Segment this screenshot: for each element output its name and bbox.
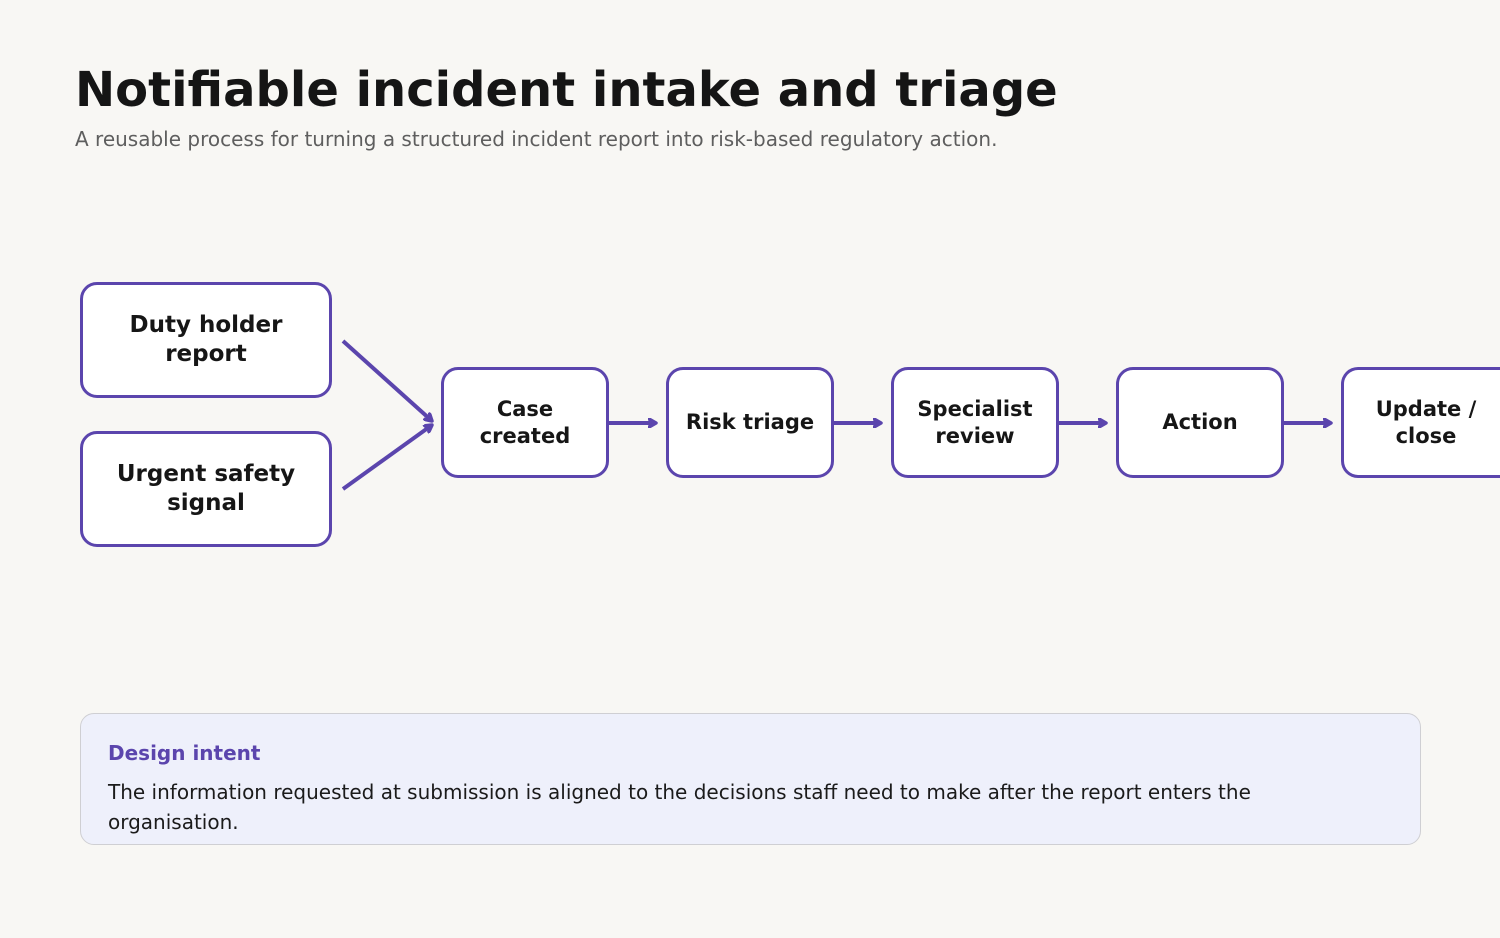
node-label: Update / close — [1375, 396, 1477, 448]
design-intent-body: The information requested at submission … — [108, 780, 1251, 834]
node-label: Specialist review — [917, 396, 1033, 448]
node-label: Action — [1162, 410, 1238, 434]
node-label: Risk triage — [685, 410, 815, 434]
node-label: Duty holder report — [129, 312, 283, 367]
arrow-duty-to-case — [341, 339, 432, 421]
node-label: Urgent safety signal — [116, 461, 296, 516]
node-label: Case created — [479, 396, 571, 448]
node-action: Action — [1116, 367, 1284, 478]
node-specialist-review: Specialist review — [891, 367, 1059, 478]
design-intent-title: Design intent — [108, 741, 261, 765]
node-update-close: Update / close — [1341, 367, 1500, 478]
node-urgent-safety-signal: Urgent safety signal — [80, 431, 332, 547]
page-title: Notifiable incident intake and triage — [75, 62, 1058, 118]
node-case-created: Case created — [441, 367, 609, 478]
node-risk-triage: Risk triage — [666, 367, 834, 478]
arrow-urgent-to-case — [341, 425, 432, 491]
node-duty-holder-report: Duty holder report — [80, 282, 332, 398]
page-subtitle: A reusable process for turning a structu… — [75, 127, 998, 151]
design-intent-panel: Design intent The information requested … — [80, 713, 1421, 845]
